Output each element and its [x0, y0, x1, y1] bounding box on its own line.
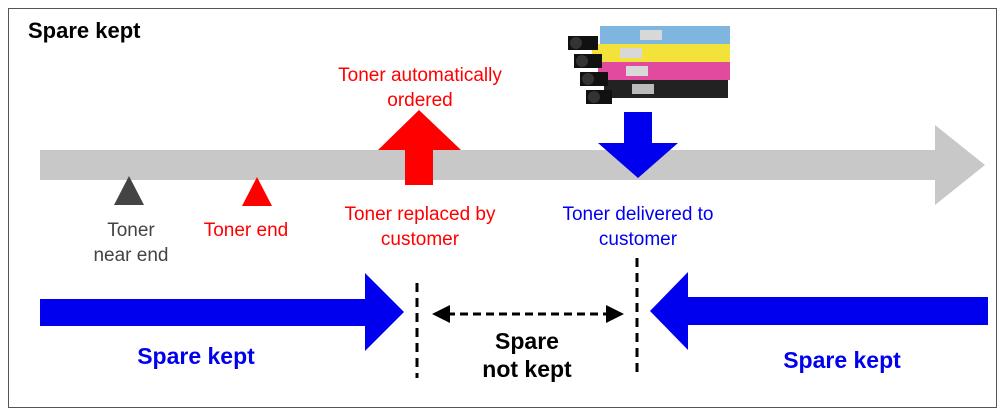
delivery-arrow	[598, 112, 678, 178]
span-right-head	[606, 305, 624, 323]
delivered-to-customer-label: Toner delivered to customer	[518, 202, 758, 252]
auto-ordered-line2: ordered	[387, 90, 453, 111]
near-end-marker	[114, 176, 144, 205]
left-spare-kept-label: Spare kept	[137, 343, 255, 369]
toner-cartridges-image	[562, 22, 730, 110]
replaced-line2: customer	[380, 229, 460, 250]
toner-near-end-label: Toner near end	[76, 218, 186, 268]
toner-near-end-line1: Toner	[107, 220, 155, 241]
spare-not-kept-label: Spare not kept	[437, 327, 617, 383]
right-spare-kept-label: Spare kept	[783, 347, 901, 373]
toner-end-marker	[242, 177, 272, 206]
toner-near-end-line2: near end	[93, 245, 169, 266]
replaced-by-customer-label: Toner replaced by customer	[300, 202, 540, 252]
span-left-head	[432, 305, 450, 323]
delivered-line1: Toner delivered to	[562, 204, 714, 225]
toner-end-label: Toner end	[203, 220, 289, 241]
auto-ordered-label: Toner automatically ordered	[300, 63, 540, 113]
diagram-title: Spare kept	[28, 18, 141, 43]
left-spare-kept-arrow	[40, 273, 404, 351]
timeline-arrow	[40, 125, 985, 205]
spare-not-kept-line1: Spare	[495, 328, 559, 354]
diagram-frame	[8, 8, 997, 408]
auto-order-arrow	[378, 110, 461, 185]
right-spare-kept-arrow	[650, 272, 988, 350]
replaced-line1: Toner replaced by	[344, 204, 496, 225]
delivered-line2: customer	[598, 229, 678, 250]
spare-not-kept-line2: not kept	[482, 356, 572, 382]
auto-ordered-line1: Toner automatically	[338, 65, 502, 86]
